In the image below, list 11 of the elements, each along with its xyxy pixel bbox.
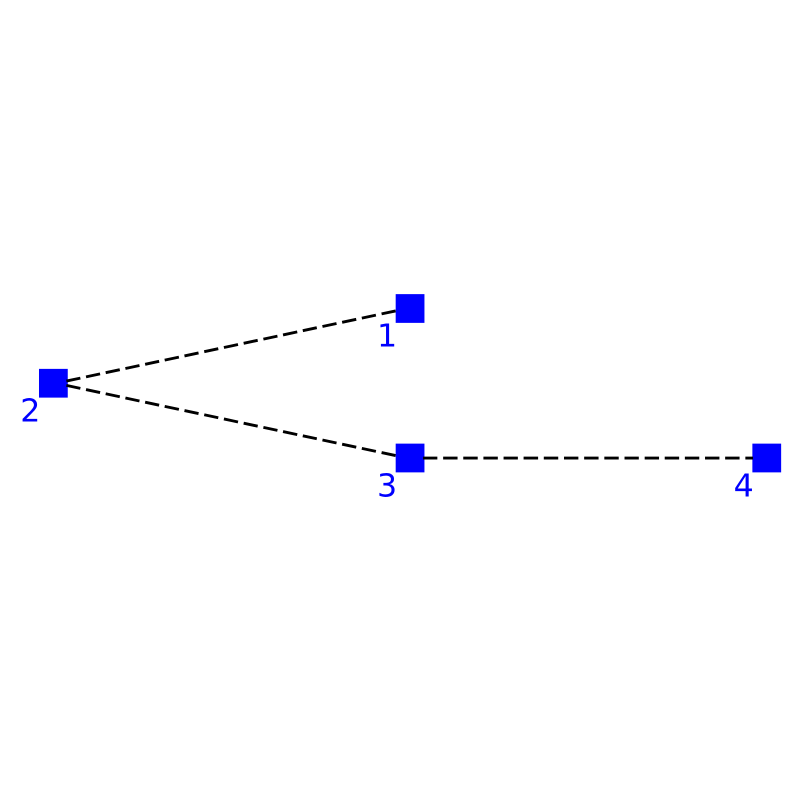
node-label: 3 bbox=[376, 468, 398, 504]
node-box bbox=[752, 443, 782, 472]
connector bbox=[66, 384, 397, 457]
node-label: 2 bbox=[20, 393, 40, 429]
connector bbox=[66, 308, 397, 382]
node-label: 4 bbox=[734, 468, 754, 504]
node-box bbox=[396, 443, 424, 472]
node-box bbox=[396, 294, 424, 322]
node-label: 1 bbox=[376, 318, 398, 354]
connector bbox=[423, 456, 754, 459]
node-box bbox=[39, 368, 68, 398]
